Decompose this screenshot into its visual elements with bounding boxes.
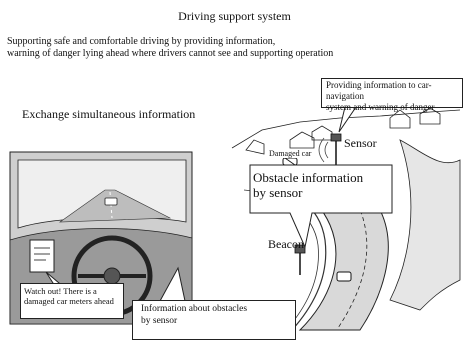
damaged-car-label: Damaged car <box>268 149 313 158</box>
subtitle-line-1: Supporting safe and comfortable driving … <box>7 36 276 47</box>
info-callout: Providing information to car-navigation … <box>321 78 463 112</box>
obstacle-line-1: Obstacle information <box>253 170 364 185</box>
obstacle-callout: Obstacle information by sensor <box>253 170 363 200</box>
info-obstacles-callout: Information about obstacles by sensor <box>132 300 296 340</box>
beacon-label: Beacon <box>268 237 304 251</box>
navigation-screen-icon <box>29 239 55 273</box>
diagram-title: Driving support system <box>178 9 291 23</box>
callout-pointers <box>249 106 393 249</box>
info-callout-line-2: system and warning of danger <box>326 102 435 112</box>
car-icon <box>336 271 352 282</box>
watch-out-callout: Watch out! There is a damaged car meters… <box>20 283 124 319</box>
subtitle-line-2: warning of danger lying ahead where driv… <box>7 48 334 59</box>
info-callout-line-1: Providing information to car-navigation <box>326 80 432 101</box>
beacon-icon <box>294 244 306 275</box>
exchange-heading: Exchange simultaneous information <box>22 107 196 121</box>
damaged-car-icon <box>282 157 298 166</box>
sensor-label: Sensor <box>344 136 377 150</box>
info-obstacles-line-2: by sensor <box>141 315 178 326</box>
obstacle-line-2: by sensor <box>253 185 303 200</box>
info-obstacles-line-1: Information about obstacles <box>141 304 248 314</box>
